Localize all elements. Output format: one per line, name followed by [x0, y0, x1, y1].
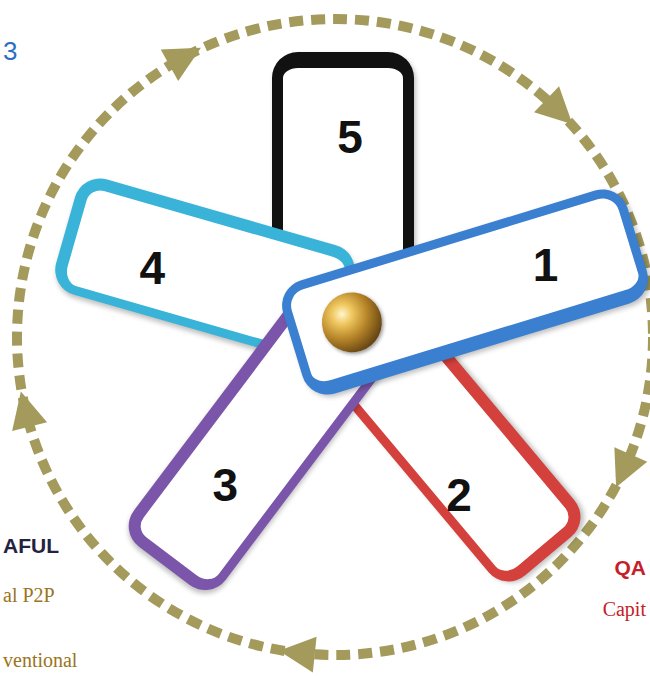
side-text: ventional [3, 649, 77, 672]
arrowhead [277, 633, 317, 673]
arrowhead [600, 447, 648, 495]
petal-number: 5 [337, 114, 363, 160]
petal-number: 3 [212, 463, 238, 509]
side-text: Capit [603, 598, 646, 621]
gold-sphere [315, 285, 390, 360]
petal-number: 1 [532, 242, 558, 288]
arrowhead [161, 32, 210, 81]
side-heading: QA [615, 556, 647, 580]
side-heading: AFUL [3, 534, 59, 558]
arrowhead [3, 387, 47, 431]
petal-number: 2 [446, 472, 472, 518]
cut-number: 3 [3, 36, 17, 67]
dashed-ring [17, 19, 650, 655]
arrowhead [534, 86, 585, 137]
petal-number: 4 [139, 245, 165, 291]
side-text: al P2P [3, 584, 55, 607]
